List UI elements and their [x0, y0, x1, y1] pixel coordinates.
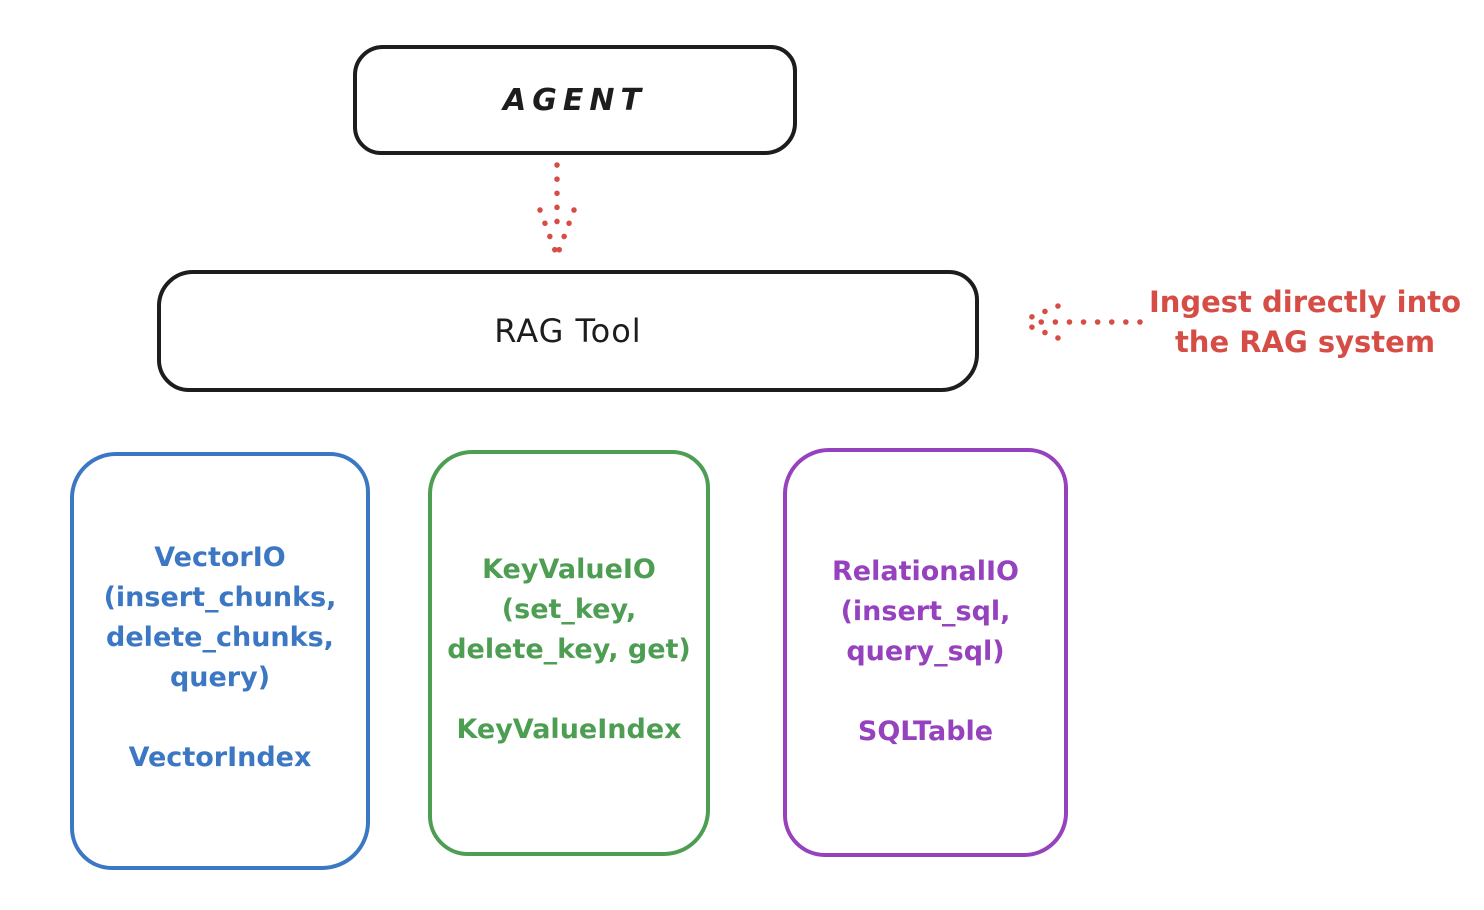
io-line: delete_key, get) [447, 634, 691, 665]
dotted-left-arrow-icon [1019, 303, 1143, 341]
io-line: (set_key, [501, 594, 637, 625]
agent-label: AGENT [503, 82, 647, 118]
io-line: (insert_sql, [840, 596, 1011, 627]
io-line: RelationalIO [832, 556, 1019, 587]
relational-io-description: RelationalIO (insert_sql, query_sql) [787, 552, 1064, 672]
io-line: (insert_chunks, [103, 582, 337, 613]
keyvalue-index-label: KeyValueIndex [456, 714, 682, 745]
ingest-annotation: Ingest directly into the RAG system [1140, 282, 1470, 362]
vector-io-box: VectorIO (insert_chunks, delete_chunks, … [70, 452, 370, 870]
io-line: query_sql) [846, 636, 1005, 667]
dotted-down-arrow-icon [537, 162, 577, 256]
relational-io-box: RelationalIO (insert_sql, query_sql) SQL… [783, 448, 1068, 857]
io-line: KeyValueIO [482, 554, 656, 585]
rag-tool-box: RAG Tool [157, 270, 979, 392]
io-line: VectorIO [154, 542, 286, 573]
io-line: delete_chunks, [106, 622, 334, 653]
ingest-annotation-line2: the RAG system [1174, 325, 1436, 359]
sql-table-label: SQLTable [857, 716, 994, 747]
vector-io-description: VectorIO (insert_chunks, delete_chunks, … [74, 538, 366, 698]
io-line: query) [169, 662, 271, 693]
ingest-annotation-line1: Ingest directly into [1148, 285, 1462, 319]
agent-box: AGENT [353, 45, 797, 155]
rag-tool-label: RAG Tool [494, 312, 642, 350]
keyvalue-io-description: KeyValueIO (set_key, delete_key, get) [432, 550, 706, 670]
vector-index-label: VectorIndex [128, 742, 312, 773]
keyvalue-io-box: KeyValueIO (set_key, delete_key, get) Ke… [428, 450, 710, 856]
